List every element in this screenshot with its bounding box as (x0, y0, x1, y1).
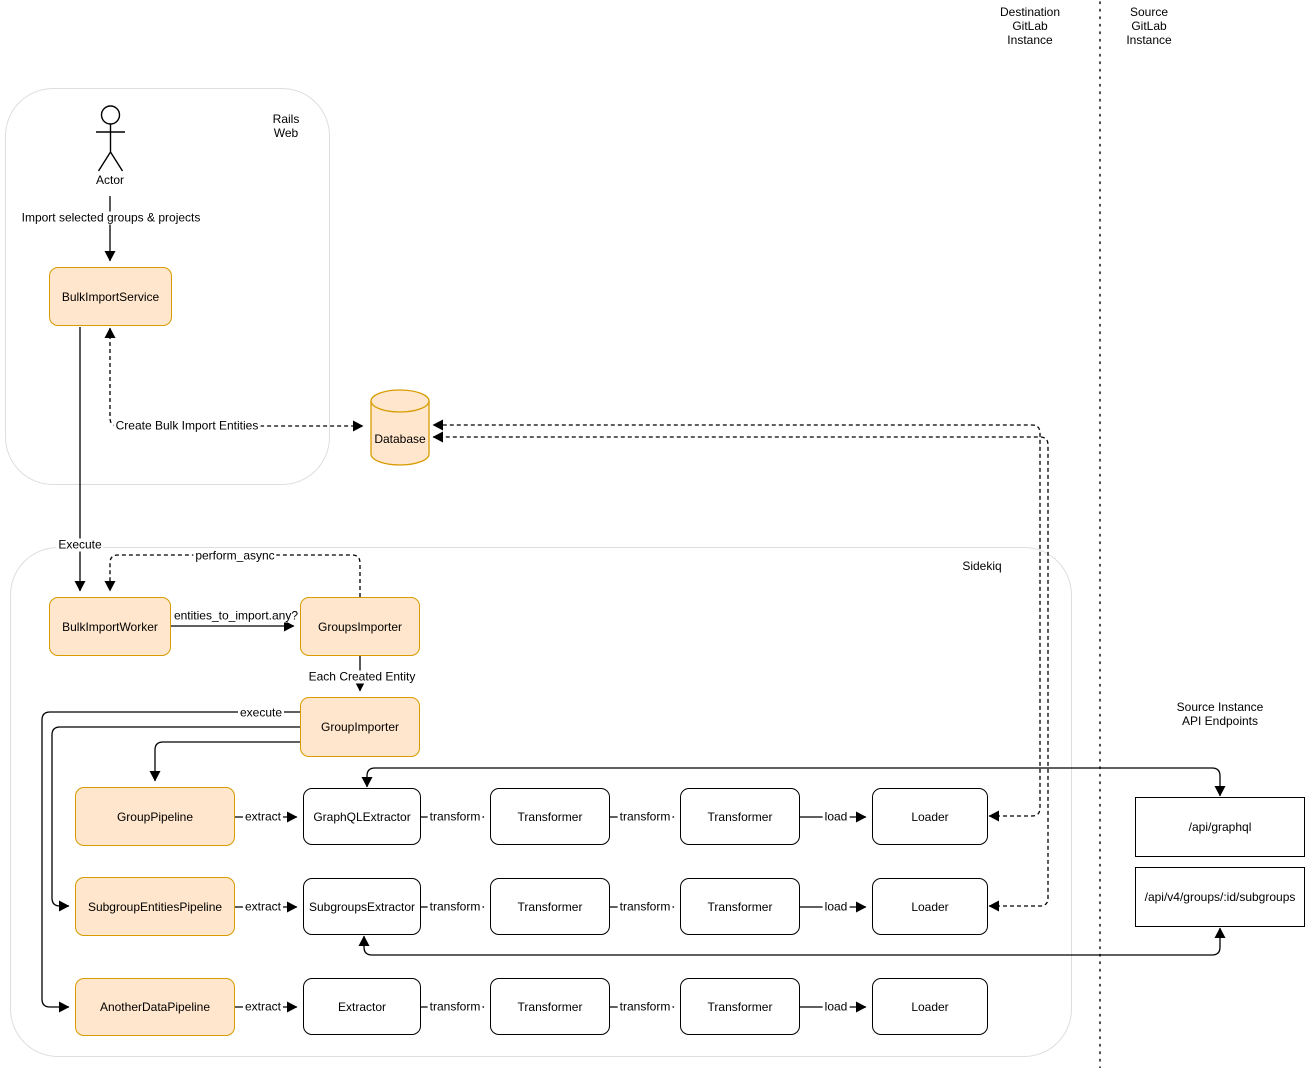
api-endpoints-title: Source Instance API Endpoints (1176, 700, 1264, 728)
edge-label-transform1-row3: transform (427, 999, 483, 1014)
node-transformer-1b: Transformer (680, 788, 800, 845)
database-icon (370, 389, 430, 466)
source-instance-label: Source GitLab Instance (1126, 5, 1172, 47)
node-bulk-import-worker: BulkImportWorker (49, 597, 171, 656)
node-group-pipeline: GroupPipeline (75, 787, 235, 846)
node-transformer-3a: Transformer (490, 978, 610, 1035)
edge-label-transform1-row2: transform (427, 899, 483, 914)
edge-label-execute-pipeline: execute (237, 705, 285, 720)
edge-loader1-database (432, 419, 1041, 822)
edge-label-transform1-row1: transform (427, 809, 483, 824)
edge-label-import-selected: Import selected groups & projects (19, 210, 203, 225)
actor-label: Actor (95, 173, 125, 187)
edge-label-extract-row1: extract (242, 809, 284, 824)
destination-instance-label: Destination GitLab Instance (999, 5, 1061, 47)
node-another-data-pipeline: AnotherDataPipeline (75, 978, 235, 1036)
edge-label-execute: Execute (56, 537, 104, 552)
node-extractor: Extractor (303, 978, 421, 1035)
edge-execute-subgroup-entities-pipeline (51, 726, 300, 912)
node-graphql-extractor: GraphQLExtractor (303, 788, 421, 845)
edge-label-perform-async: perform_async (193, 548, 277, 563)
edge-label-entities-to-import: entities_to_import.any? (171, 608, 301, 623)
node-group-importer: GroupImporter (300, 697, 420, 757)
node-transformer-2a: Transformer (490, 878, 610, 935)
actor-figure (88, 103, 133, 178)
rails-web-label: Rails Web (272, 112, 300, 140)
edge-label-transform2-row1: transform (617, 809, 673, 824)
edge-execute-group-pipeline (149, 741, 300, 782)
edge-label-transform2-row3: transform (617, 999, 673, 1014)
edge-create-bulk-import-entities (104, 327, 364, 432)
node-groups-importer: GroupsImporter (300, 597, 420, 656)
edge-label-load-row3: load (822, 999, 850, 1014)
edge-label-load-row1: load (822, 809, 850, 824)
rails-web-container (5, 88, 330, 485)
node-api-subgroups: /api/v4/groups/:id/subgroups (1135, 867, 1305, 927)
node-subgroup-entities-pipeline: SubgroupEntitiesPipeline (75, 877, 235, 936)
node-subgroups-extractor: SubgroupsExtractor (303, 878, 421, 935)
node-loader-3: Loader (872, 978, 988, 1035)
node-bulk-import-service: BulkImportService (49, 267, 172, 326)
sidekiq-label: Sidekiq (962, 559, 1002, 573)
database-label: Database (374, 432, 426, 446)
edge-subgroups-endpoint (358, 927, 1226, 956)
edge-label-create-bulk-import-entities: Create Bulk Import Entities (113, 418, 261, 433)
node-transformer-2b: Transformer (680, 878, 800, 935)
actor-icon (96, 105, 125, 172)
node-transformer-1a: Transformer (490, 788, 610, 845)
node-api-graphql: /api/graphql (1135, 797, 1305, 857)
edge-label-extract-row2: extract (242, 899, 284, 914)
node-transformer-3b: Transformer (680, 978, 800, 1035)
node-database: Database (370, 389, 430, 467)
edge-loader2-database (432, 431, 1049, 912)
edge-label-extract-row3: extract (242, 999, 284, 1014)
edge-label-each-created-entity: Each Created Entity (306, 669, 418, 684)
edge-label-load-row2: load (822, 899, 850, 914)
node-loader-2: Loader (872, 878, 988, 935)
edge-execute-another-data-pipeline (41, 711, 300, 1013)
node-loader-1: Loader (872, 788, 988, 845)
edge-label-transform2-row2: transform (617, 899, 673, 914)
